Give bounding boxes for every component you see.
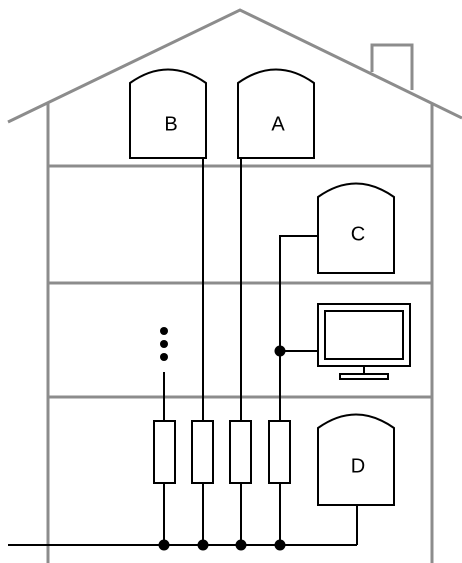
- fuse-2: [191, 420, 214, 484]
- fuse-3: [229, 420, 252, 484]
- junction-dot: [274, 539, 286, 551]
- appliance-d-label: D: [351, 455, 365, 477]
- junction-dot: [274, 345, 286, 357]
- tv-screen: [324, 310, 404, 360]
- chimney: [370, 43, 414, 90]
- junction-dot: [235, 539, 247, 551]
- appliance-a-label: A: [271, 113, 285, 135]
- appliance-c: C: [317, 182, 395, 274]
- fuse-panel: [153, 420, 291, 484]
- ellipsis-dot: [160, 353, 168, 361]
- wiring: [8, 158, 358, 546]
- appliance-b-label: B: [164, 113, 177, 135]
- ellipsis-dot: [160, 327, 168, 335]
- fuse-4: [268, 420, 291, 484]
- tv-stand: [339, 373, 389, 380]
- junctions: [158, 345, 286, 551]
- appliance-b: B: [129, 68, 207, 159]
- appliance-c-label: C: [351, 223, 365, 245]
- fuse-1: [153, 420, 176, 484]
- television: [317, 303, 411, 380]
- appliance-d: D: [317, 413, 395, 506]
- ellipsis-dots: [160, 327, 168, 361]
- junction-dot: [197, 539, 209, 551]
- ellipsis-dot: [160, 340, 168, 348]
- appliance-a: A: [237, 68, 315, 159]
- roof: [7, 8, 462, 124]
- junction-dot: [158, 539, 170, 551]
